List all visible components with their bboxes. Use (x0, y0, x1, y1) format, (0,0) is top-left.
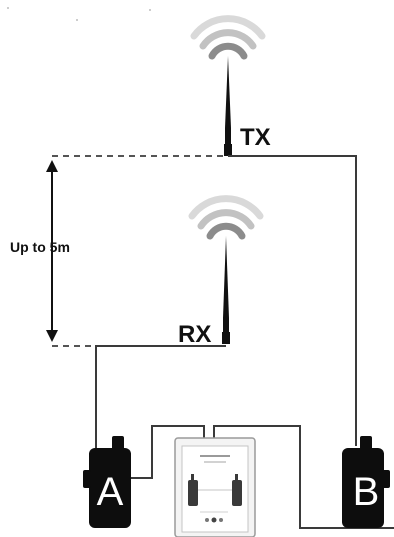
controller-device-icon (174, 437, 256, 537)
cables (95, 155, 394, 529)
tx-antenna-icon (224, 56, 232, 156)
range-label: Up to 5m (10, 239, 70, 255)
a-to-controller-cable (130, 425, 205, 479)
tx-signal-icon (190, 15, 266, 60)
rx-antenna-icon (222, 236, 230, 344)
background-specks (7, 7, 151, 21)
tx-label: TX (240, 124, 271, 151)
radio-b-letter: B (353, 470, 380, 514)
radio-a-letter: A (97, 470, 124, 514)
tx-cable (228, 155, 357, 446)
rx-label: RX (178, 321, 211, 348)
rx-cable (95, 345, 226, 448)
radio-a-icon (83, 436, 131, 528)
range-indicator (46, 155, 226, 347)
rx-signal-icon (188, 195, 264, 240)
controller-to-b-cable (213, 425, 394, 529)
radio-b-icon (342, 436, 390, 528)
